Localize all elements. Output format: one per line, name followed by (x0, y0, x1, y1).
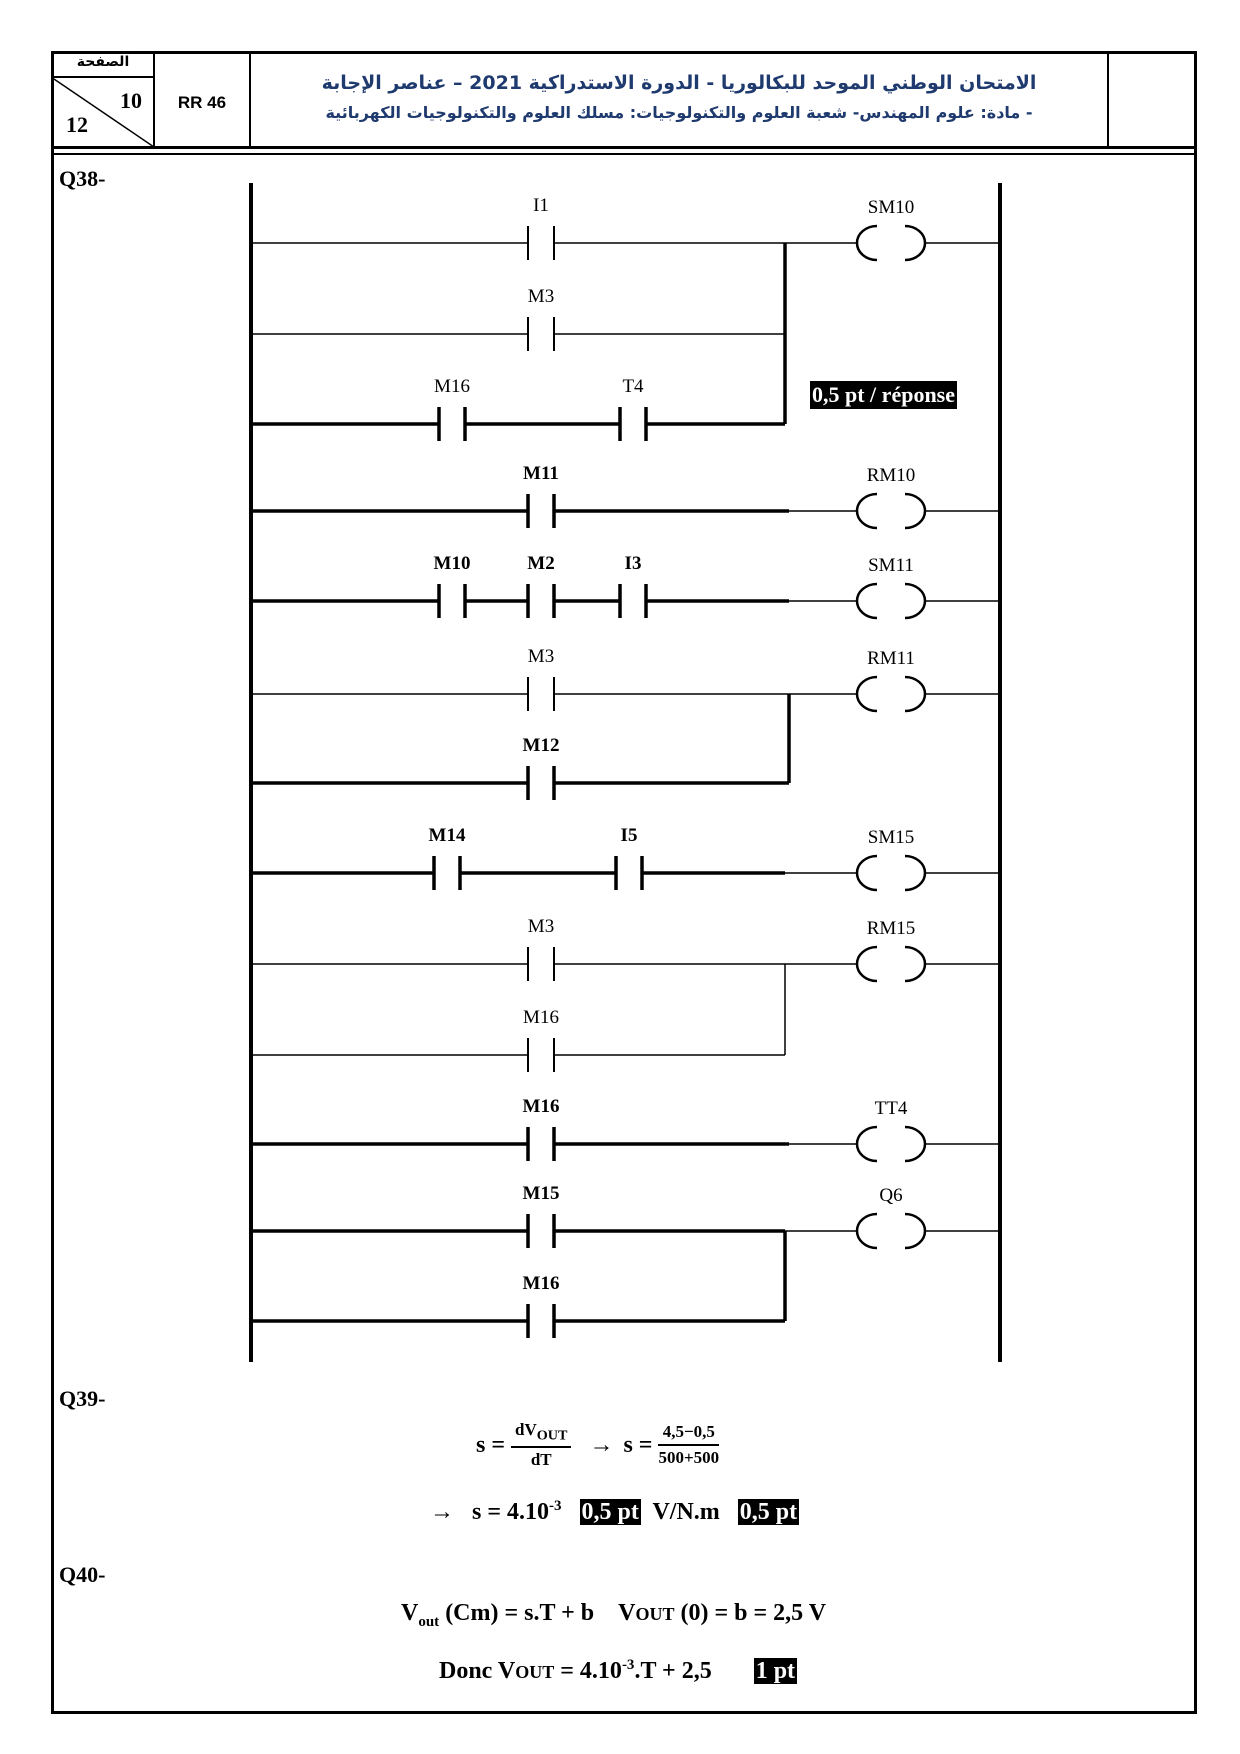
eq-part: .T + 2,5 (634, 1658, 712, 1684)
q40-equation-2: Donc VOUT = 4.10-3.T + 2,5 1 pt (439, 1657, 798, 1685)
page-label: الصفحة (76, 54, 130, 70)
q39-equation-2: → s = 4.10-3 0,5 pt V/N.m 0,5 pt (430, 1498, 800, 1526)
eq-part: (0) = b = 2,5 V (674, 1600, 827, 1626)
header-divider-2 (51, 153, 1197, 155)
coil-right-arc (904, 582, 927, 620)
contact-label-m3: M3 (528, 916, 554, 937)
q40-label: Q40- (59, 1562, 106, 1587)
unit: V/N.m (652, 1499, 720, 1525)
header-col-line (1107, 51, 1109, 147)
contact-label-m15: M15 (523, 1183, 560, 1204)
contact-label-m10: M10 (434, 553, 471, 574)
vout: V (401, 1600, 419, 1626)
coil-right-arc (904, 492, 927, 530)
result-exp: -3 (549, 1498, 562, 1514)
coil-right-arc (904, 945, 927, 983)
score-badge: 1 pt (753, 1658, 798, 1684)
page-frame (51, 51, 1197, 1714)
contact-label-m14: M14 (429, 825, 466, 846)
fraction-dvout-dt: dVOUT dT (511, 1420, 572, 1470)
numerator-sub: OUT (536, 1427, 568, 1444)
page-box-line (51, 76, 154, 78)
contact-label-m2: M2 (527, 553, 554, 574)
coil-label-rm10: RM10 (867, 465, 916, 486)
contact-label-m11: M11 (523, 463, 559, 484)
coil-label-sm15: SM15 (868, 827, 914, 848)
header-col-line (153, 51, 155, 147)
contact-label-m16: M16 (434, 376, 470, 397)
score-badge: 0,5 pt / réponse (810, 381, 957, 409)
coil-right-arc (904, 675, 927, 713)
result: s = 4.10 (472, 1499, 550, 1525)
s-equals: s = (476, 1431, 506, 1458)
contact-label-m3: M3 (528, 286, 554, 307)
contact-label-m16: M16 (523, 1096, 560, 1117)
contact-label-m16: M16 (523, 1273, 560, 1294)
coil-label-sm11: SM11 (868, 555, 914, 576)
header-divider (51, 146, 1197, 149)
contact-label-t4: T4 (622, 376, 644, 397)
coil-label-q6: Q6 (879, 1185, 902, 1206)
vout-sub: OUT (515, 1662, 555, 1682)
vout-sub: OUT (635, 1604, 675, 1624)
coil-left-arc (855, 675, 878, 713)
score-badge: 0,5 pt (737, 1499, 800, 1525)
coil-left-arc (855, 854, 878, 892)
coil-right-arc (904, 1212, 927, 1250)
exp: -3 (621, 1657, 635, 1673)
donc-vout: Donc V (439, 1658, 516, 1684)
coil-right-arc (904, 854, 927, 892)
page-current: 10 (120, 88, 142, 113)
denominator-2: 500+500 (658, 1448, 720, 1468)
coil-right-arc (904, 224, 927, 262)
contact-label-i5: I5 (621, 825, 638, 846)
coil-left-arc (855, 1212, 878, 1250)
s-equals-2: s = (623, 1431, 653, 1458)
denominator: dT (530, 1450, 552, 1470)
score-badge: 0,5 pt (579, 1499, 641, 1525)
coil-label-rm15: RM15 (867, 918, 916, 939)
vout: V (618, 1600, 636, 1626)
contact-label-m16: M16 (523, 1007, 559, 1028)
exam-title: الامتحان الوطني الموحد للبكالوريا - الدو… (321, 72, 1037, 94)
coil-left-arc (855, 945, 878, 983)
contact-label-i1: I1 (533, 195, 549, 216)
coil-label-tt4: TT4 (875, 1098, 908, 1119)
q38-label: Q38- (59, 166, 106, 191)
vout-sub: out (418, 1613, 440, 1630)
coil-left-arc (855, 582, 878, 620)
contact-label-m12: M12 (523, 735, 560, 756)
contact-label-i3: I3 (625, 553, 642, 574)
eq-part: (Cm) = s.T + b (439, 1600, 595, 1626)
coil-left-arc (855, 492, 878, 530)
coil-left-arc (855, 1125, 878, 1163)
page-total: 12 (66, 112, 88, 137)
contact-label-m3: M3 (528, 646, 554, 667)
arrow-icon: → (430, 1499, 454, 1525)
coil-label-rm11: RM11 (867, 648, 915, 669)
eq-part: = 4.10 (554, 1658, 622, 1684)
coil-right-arc (904, 1125, 927, 1163)
exam-code: RR 46 (177, 93, 227, 112)
numerator: dV (515, 1420, 537, 1439)
arrow-icon: → (589, 1431, 614, 1458)
coil-label-sm10: SM10 (868, 197, 914, 218)
q39-label: Q39- (59, 1386, 106, 1411)
header-col-line (249, 51, 251, 147)
coil-left-arc (855, 224, 878, 262)
exam-subtitle: - مادة: علوم المهندس- شعبة العلوم والتكن… (325, 103, 1033, 122)
page-box-diagonal (51, 77, 154, 147)
q40-equation-1: Vout (Cm) = s.T + b VOUT (0) = b = 2,5 V (401, 1600, 826, 1631)
numerator-2: 4,5−0,5 (658, 1422, 720, 1447)
